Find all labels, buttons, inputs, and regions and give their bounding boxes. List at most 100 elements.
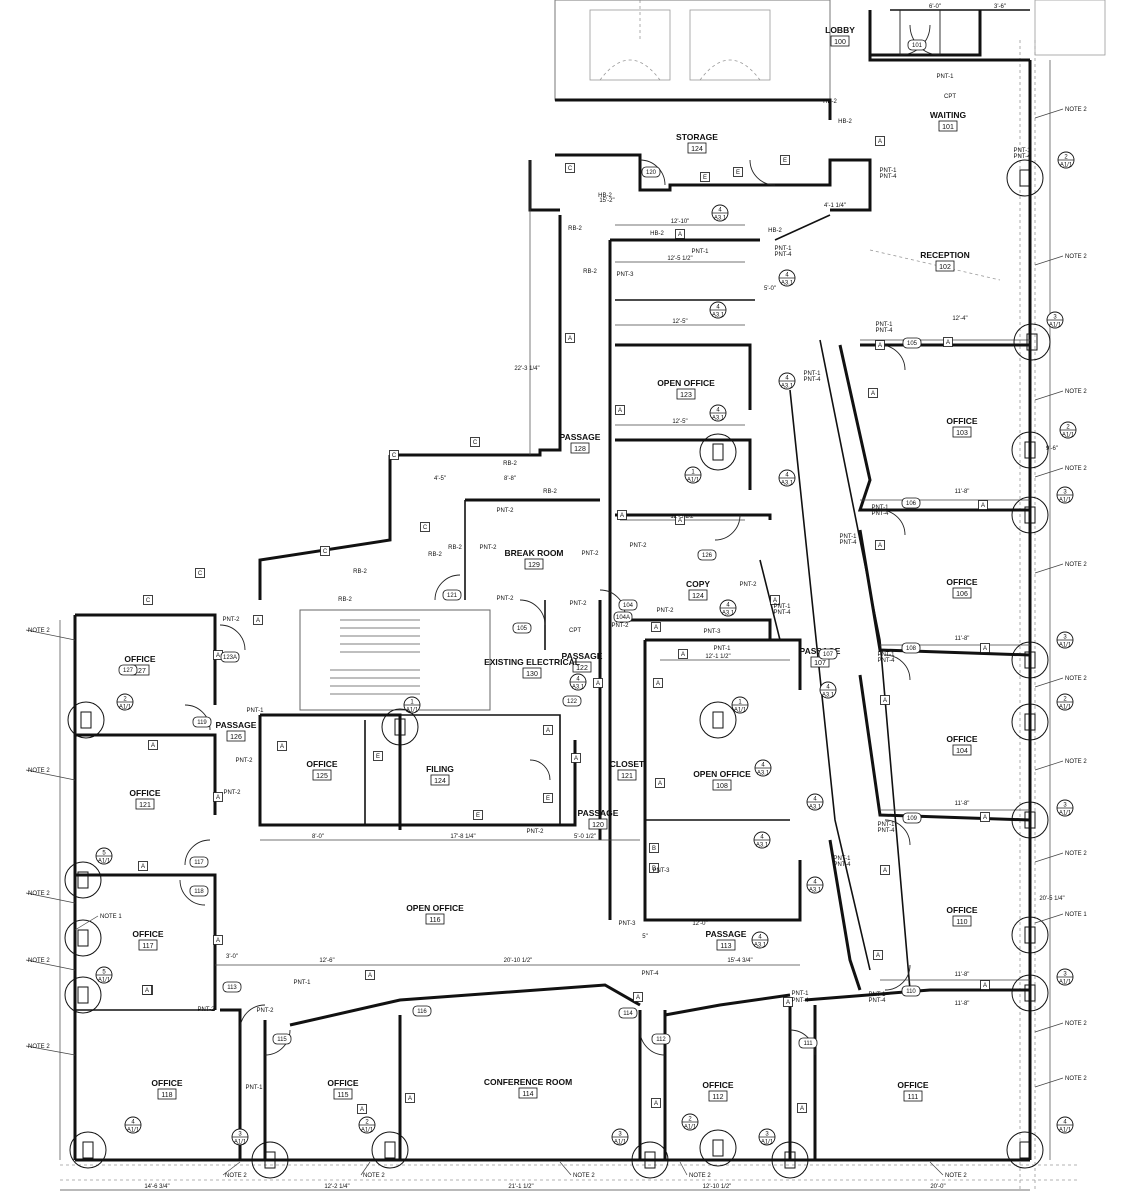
detail-circle-ring (1006, 1131, 1044, 1169)
tag-letter: A (786, 1000, 790, 1006)
tag-box (389, 450, 399, 460)
tag-letter: A (883, 698, 887, 704)
door-number-box (907, 39, 927, 51)
leader-line (929, 1161, 944, 1176)
tag-box (138, 861, 148, 871)
tag-box (978, 500, 988, 510)
note-leader: NOTE 2 (25, 891, 76, 904)
door-swings (179, 10, 941, 1056)
dimension-label: 12'-2 1/4" (324, 1184, 349, 1190)
finish-tag: A (770, 595, 780, 605)
dimension-label: 12'-5 1/2" (667, 256, 692, 262)
callout-sheet: A3.1 (712, 313, 725, 319)
room-number-box (430, 774, 450, 786)
finish-tag-text: PNT-1 (246, 708, 264, 714)
room-number-box (903, 1090, 923, 1102)
finish-tag-text: PNT-4 (773, 610, 791, 616)
callout-sheet: A1/1 (1060, 163, 1073, 169)
finish-tag-text: PNT-1 (713, 646, 731, 652)
tag-box (780, 155, 790, 165)
room-number: 120 (592, 822, 604, 829)
tag-box (373, 751, 383, 761)
column-symbol (1024, 441, 1036, 459)
finish-tag: A (615, 405, 625, 415)
finish-tag-text: PNT-1 (791, 991, 809, 997)
finish-tag-text: PNT-1 (877, 652, 895, 658)
column-symbol (1024, 811, 1036, 829)
room-name: OFFICE (946, 905, 977, 915)
detail-circle-ring (1011, 916, 1049, 954)
tag-box (253, 615, 263, 625)
room-number-box (688, 589, 708, 601)
detail-circle (699, 1129, 737, 1167)
tag-box (148, 740, 158, 750)
room-name: OFFICE (946, 734, 977, 744)
room-name: OFFICE (124, 654, 155, 664)
room-number-box (935, 260, 955, 272)
tag-box (617, 510, 627, 520)
tag-box (420, 522, 430, 532)
section-callout: 4A3.1 (819, 681, 837, 699)
detail-circle-ring (64, 861, 102, 899)
callout-sheet: A1/1 (1049, 323, 1062, 329)
detail-circle (1011, 916, 1049, 954)
dimension-label: 12'-5 1/2" (670, 514, 695, 520)
dimension-label: 12'-10 1/2" (703, 1184, 732, 1190)
tag-box (649, 863, 659, 873)
room-name: OPEN OFFICE (693, 769, 751, 779)
finish-tag-text: PNT-2 (496, 596, 514, 602)
callout-sheet: A1/1 (406, 708, 419, 714)
note-text: NOTE 2 (945, 1173, 967, 1179)
room-number: 102 (939, 264, 951, 271)
callout-number: 1 (691, 470, 695, 476)
finish-tag-text: PNT-2 (256, 1008, 274, 1014)
dimension-label: 14'-6 3/4" (144, 1184, 169, 1190)
note-text: NOTE 2 (28, 891, 50, 897)
tag-box (213, 935, 223, 945)
detail-circle (371, 1131, 409, 1169)
dimension-label: 12'-4" (952, 316, 967, 322)
tag-letter: A (681, 652, 685, 658)
finish-tag: A (565, 333, 575, 343)
finish-tag: A (138, 861, 148, 871)
note-leader: NOTE 2 (25, 628, 76, 641)
callout-number: 4 (716, 408, 720, 414)
callout-sheet: A3.1 (712, 416, 725, 422)
room-name: OPEN OFFICE (406, 903, 464, 913)
dimension-label: 20'-10 1/2" (504, 958, 533, 964)
finish-tag: E (373, 751, 383, 761)
callout-sheet: A3.1 (822, 693, 835, 699)
tag-letter: A (216, 795, 220, 801)
room-number-box (952, 744, 972, 756)
leader-line (25, 629, 76, 641)
callout-sheet: A3.1 (781, 481, 794, 487)
note-text: NOTE 2 (28, 768, 50, 774)
note-text: NOTE 2 (225, 1173, 247, 1179)
door-number-box (818, 648, 838, 660)
section-callout: 4A3.1 (569, 673, 587, 691)
column-symbol (77, 871, 89, 889)
detail-circle-ring (771, 1141, 809, 1179)
note-leader: NOTE 2 (1034, 562, 1087, 574)
callout-number: 4 (131, 1120, 135, 1126)
room-number: 108 (716, 783, 728, 790)
finish-tag: E (780, 155, 790, 165)
tag-box (633, 992, 643, 1002)
section-callout: 4A3.1 (754, 759, 772, 777)
leader-line (74, 915, 99, 931)
room-number-box (572, 661, 592, 673)
tag-box (543, 793, 553, 803)
finish-tag-text: PNT-4 (871, 511, 889, 517)
tag-letter: A (656, 681, 660, 687)
finish-tag: A (978, 500, 988, 510)
detail-circle-ring (699, 433, 737, 471)
finish-tag: A (875, 136, 885, 146)
existing-restrooms (554, 0, 1106, 101)
section-callout: 3A1/1 (1056, 486, 1074, 504)
finish-tag-text: PNT-4 (791, 998, 809, 1004)
tag-box (783, 997, 793, 1007)
